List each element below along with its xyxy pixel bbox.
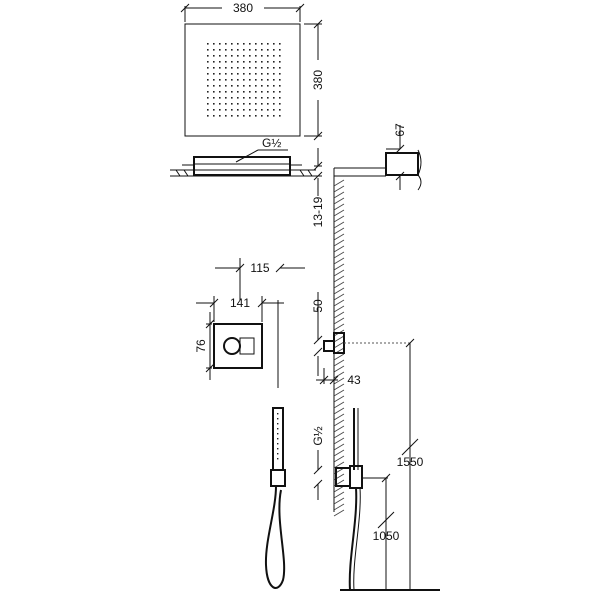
head-height-dimension: 380 (304, 19, 325, 141)
slide-bar-side (335, 408, 363, 591)
wall-section (333, 167, 386, 517)
valve-wall-section (323, 332, 410, 354)
valve-plate-front (213, 323, 263, 369)
ceiling-arm-block (385, 152, 419, 176)
valve-depth-label: 50 (311, 299, 325, 313)
shower-head-side-view (170, 156, 316, 177)
valve-depth-dimension: 50 (311, 292, 325, 376)
shower-head-nozzle-grid (207, 43, 281, 117)
head-height-label: 380 (311, 70, 325, 90)
valve-wall-label: 43 (347, 373, 361, 387)
head-width-label: 380 (233, 1, 253, 15)
valve-wall-dimension: 43 (316, 368, 361, 387)
hose-thread-label: G½ (311, 426, 325, 445)
head-thread-callout: G½ (235, 136, 288, 163)
valve-offset-label: 115 (250, 261, 269, 275)
shower-head-body (193, 156, 291, 176)
plate-width-dimension: 141 (196, 296, 284, 322)
ceiling-gap-dimension: 13-19 (311, 148, 325, 227)
plate-height-dimension: 76 (194, 312, 215, 380)
shower-head-plan-view (184, 23, 301, 137)
valve-floor-height-dimension: 1550 (397, 338, 424, 590)
valve-knob-circle (223, 337, 241, 355)
arm-height-label: 67 (393, 123, 407, 137)
valve-plate (213, 323, 263, 369)
shower-head-square (184, 23, 301, 137)
outlet-floor-height-label: 1050 (373, 529, 400, 543)
hose-thread-dimension: G½ (311, 426, 325, 500)
shower-hose (264, 485, 286, 589)
plate-width-label: 141 (230, 296, 250, 310)
valve-offset-dimension: 115 (215, 258, 305, 300)
valve-floor-height-label: 1550 (397, 455, 424, 469)
ceiling-arm-detail: 67 (385, 123, 422, 191)
head-thread-label: G½ (262, 136, 281, 150)
hand-shower (264, 407, 286, 589)
plate-height-label: 76 (194, 339, 208, 353)
ceiling-gap-label: 13-19 (311, 196, 325, 227)
hand-shower-holder (270, 469, 286, 487)
head-width-dimension: 380 (180, 1, 305, 22)
outlet-floor-height-dimension: 1050 (362, 473, 400, 590)
